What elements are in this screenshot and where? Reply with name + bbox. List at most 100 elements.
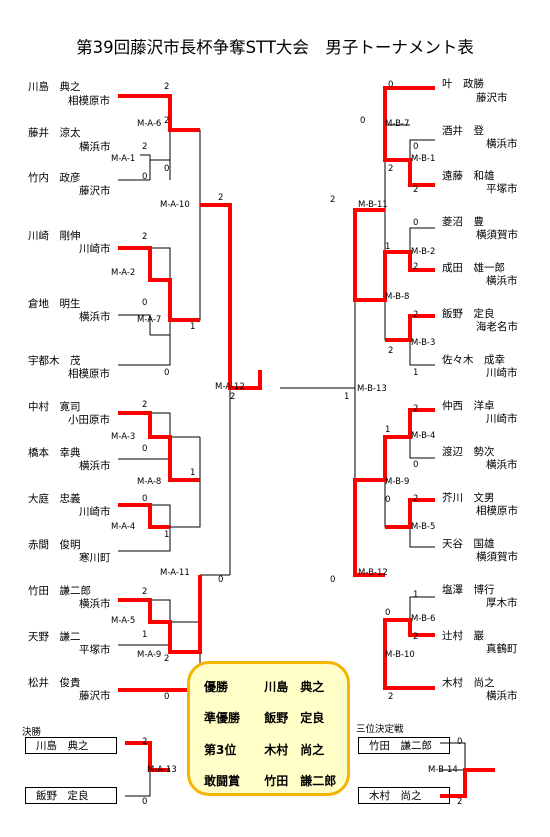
score: 2 xyxy=(388,164,394,174)
right-player-name-3: 菱沼 豊 xyxy=(442,216,484,228)
award-name: 川島 典之 xyxy=(264,680,325,694)
score: 2 xyxy=(218,193,224,203)
match-label-b10: M-B-10 xyxy=(385,650,415,660)
match-label-a6: M-A-6 xyxy=(137,119,162,129)
score: 0 xyxy=(164,164,170,174)
score: 2 xyxy=(230,392,236,402)
score: 2 xyxy=(388,346,394,356)
score: 1 xyxy=(190,468,196,478)
right-player-name-10: 天谷 国雄 xyxy=(442,538,495,550)
match-label-a7: M-A-7 xyxy=(137,315,162,325)
match-label-a1: M-A-1 xyxy=(111,154,136,164)
score: 1 xyxy=(344,392,350,402)
match-label-b11: M-B-11 xyxy=(358,200,388,210)
bracket-winner-lines xyxy=(118,86,495,798)
left-player-name-8: 大庭 忠義 xyxy=(28,493,81,505)
score: 0 xyxy=(218,575,224,585)
right-player-team-11: 厚木市 xyxy=(486,597,518,609)
score: 0 xyxy=(413,218,419,228)
match-label-a9: M-A-9 xyxy=(137,650,162,660)
final-player-2: 飯野 定良 xyxy=(25,787,117,804)
score: 1 xyxy=(413,368,419,378)
score: 0 xyxy=(388,80,394,90)
match-label-b13: M-B-13 xyxy=(357,384,387,394)
score: 2 xyxy=(164,116,170,126)
score: 2 xyxy=(413,310,419,320)
match-label-b3: M-B-3 xyxy=(411,338,436,348)
score: 1 xyxy=(385,242,391,252)
right-player-team-3: 横須賀市 xyxy=(476,229,518,241)
match-label-b6: M-B-6 xyxy=(411,614,436,624)
right-player-name-9: 芥川 文男 xyxy=(442,492,495,504)
right-player-name-12: 辻村 巖 xyxy=(442,630,484,642)
right-player-name-7: 仲西 洋卓 xyxy=(442,400,495,412)
score: 0 xyxy=(385,495,391,505)
score: 2 xyxy=(413,632,419,642)
right-player-team-5: 海老名市 xyxy=(476,321,518,333)
match-label-b2: M-B-2 xyxy=(411,247,436,257)
left-player-team-12: 藤沢市 xyxy=(79,690,111,702)
right-player-team-9: 相模原市 xyxy=(476,505,518,517)
third-player-2: 木村 尚之 xyxy=(358,787,450,804)
match-label-a13: M-A-13 xyxy=(147,765,177,775)
match-label-a8: M-A-8 xyxy=(137,477,162,487)
right-player-name-2: 遠藤 和雄 xyxy=(442,170,495,182)
right-player-team-1: 横浜市 xyxy=(486,138,518,150)
left-player-team-1: 横浜市 xyxy=(79,141,111,153)
right-player-name-5: 飯野 定良 xyxy=(442,308,495,320)
left-player-team-8: 川崎市 xyxy=(79,506,111,518)
left-player-name-4: 倉地 明生 xyxy=(28,298,81,310)
right-player-name-0: 叶 政勝 xyxy=(442,78,484,90)
match-label-b9: M-B-9 xyxy=(385,477,410,487)
left-player-team-9: 寒川町 xyxy=(79,552,111,564)
third-score-2: 2 xyxy=(457,797,463,807)
score: 1 xyxy=(385,425,391,435)
score: 2 xyxy=(142,232,148,242)
score: 2 xyxy=(413,494,419,504)
left-player-name-3: 川崎 剛伸 xyxy=(28,230,81,242)
right-player-name-8: 渡辺 勢次 xyxy=(442,446,495,458)
left-player-name-0: 川島 典之 xyxy=(28,81,81,93)
award-title: 優勝 xyxy=(204,680,229,694)
left-player-name-7: 橋本 幸典 xyxy=(28,447,81,459)
final-player-1: 川島 典之 xyxy=(25,737,117,754)
award-name: 竹田 謙二郎 xyxy=(264,774,337,788)
final-section-label: 決勝 xyxy=(22,727,42,738)
score: 2 xyxy=(142,400,148,410)
left-player-name-12: 松井 俊貴 xyxy=(28,677,81,689)
award-row: 準優勝 飯野 定良 xyxy=(204,709,324,726)
left-player-name-9: 赤間 俊明 xyxy=(28,539,81,551)
match-label-b12: M-B-12 xyxy=(358,568,388,578)
award-title: 準優勝 xyxy=(204,711,241,725)
left-player-name-1: 藤井 涼太 xyxy=(28,127,81,139)
right-player-team-10: 横須賀市 xyxy=(476,551,518,563)
score: 0 xyxy=(360,116,366,126)
score: 0 xyxy=(164,368,170,378)
awards-box: 優勝 川島 典之 準優勝 飯野 定良 第3位 木村 尚之 敢闘賞 竹田 謙二郎 xyxy=(187,661,350,796)
match-label-a2: M-A-2 xyxy=(111,268,136,278)
right-player-name-6: 佐々木 成幸 xyxy=(442,354,505,366)
score: 2 xyxy=(164,654,170,664)
page-title: 第39回藤沢市長杯争奪STT大会 男子トーナメント表 xyxy=(76,38,474,57)
left-player-name-10: 竹田 謙二郎 xyxy=(28,585,91,597)
match-label-a10: M-A-10 xyxy=(160,200,190,210)
left-player-team-10: 横浜市 xyxy=(79,598,111,610)
third-section-label: 三位決定戦 xyxy=(356,724,404,735)
score: 2 xyxy=(142,587,148,597)
final-score-1: 2 xyxy=(142,737,148,747)
right-player-name-11: 塩澤 博行 xyxy=(442,584,495,596)
match-label-a3: M-A-3 xyxy=(111,432,136,442)
match-label-b1: M-B-1 xyxy=(411,154,436,164)
left-player-name-2: 竹内 政彦 xyxy=(28,172,81,184)
left-player-team-4: 横浜市 xyxy=(79,311,111,323)
score: 2 xyxy=(413,262,419,272)
score: 0 xyxy=(142,172,148,182)
left-player-name-11: 天野 謙二 xyxy=(28,631,81,643)
match-label-a12: M-A-12 xyxy=(215,382,245,392)
match-label-b14: M-B-14 xyxy=(428,765,458,775)
match-label-a5: M-A-5 xyxy=(111,616,136,626)
score: 2 xyxy=(413,404,419,414)
right-player-name-13: 木村 尚之 xyxy=(442,677,495,689)
award-row: 敢闘賞 竹田 謙二郎 xyxy=(204,772,336,789)
